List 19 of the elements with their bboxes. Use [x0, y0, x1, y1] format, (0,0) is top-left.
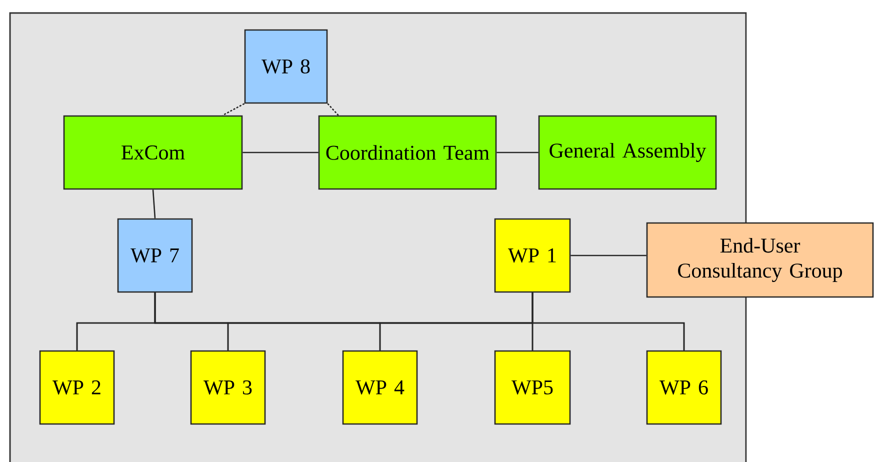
work-package-box: WP 7 [117, 218, 193, 293]
committee-box: General Assembly [538, 115, 717, 190]
group-box: End-User Consultancy Group [646, 222, 874, 298]
connector-line [152, 190, 156, 218]
work-package-box: WP 4 [342, 350, 418, 425]
connector-line [327, 103, 339, 116]
work-package-box: WP 3 [190, 350, 266, 425]
connector-line [242, 152, 318, 154]
committee-box: ExCom [63, 115, 243, 190]
committee-box: Coordination Team [318, 115, 497, 190]
work-package-box: WP 1 [494, 218, 571, 293]
connector-line [496, 152, 538, 154]
work-package-box: WP 6 [646, 350, 722, 425]
work-package-box: WP 2 [39, 350, 115, 425]
connector-line [532, 292, 685, 350]
work-package-box: WP5 [494, 350, 571, 425]
connector-line [570, 254, 646, 256]
connector-line [222, 103, 245, 116]
work-package-box: WP 8 [244, 29, 328, 104]
